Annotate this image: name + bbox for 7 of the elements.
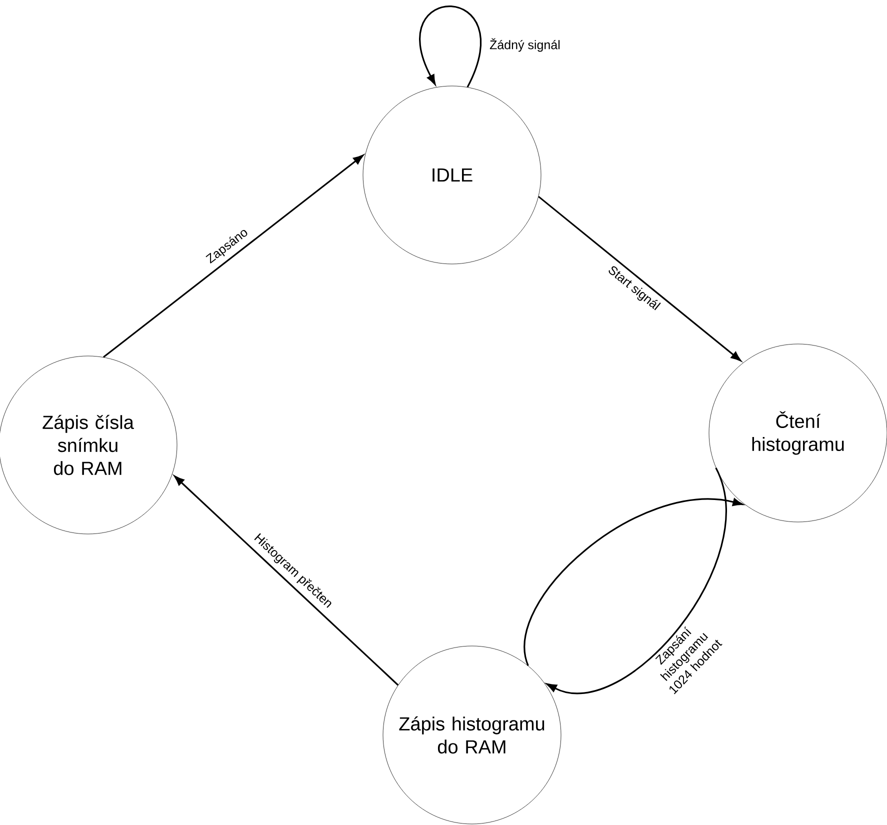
edge-label: Žádný signál [490, 38, 560, 52]
arrow [103, 154, 364, 358]
arrow [538, 196, 742, 362]
arrow [546, 468, 727, 694]
arrow [419, 6, 482, 88]
arrow [174, 476, 399, 686]
arrow [524, 498, 743, 666]
